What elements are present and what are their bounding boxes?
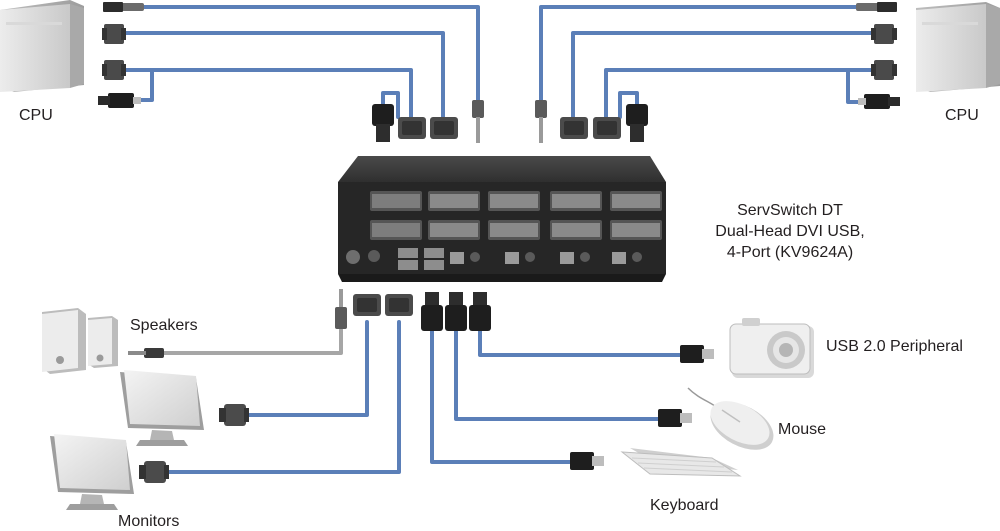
speakers-icon [42, 308, 118, 374]
usb-plug-icon [449, 292, 463, 306]
audio-plug-icon [339, 289, 343, 309]
device-title-line-1: ServSwitch DT [737, 202, 843, 219]
cable-right-audio [539, 5, 862, 102]
cable-keyboard [430, 328, 576, 464]
dvi-plug-icon [874, 24, 894, 44]
dvi-plug-icon [144, 461, 166, 483]
label-usb-peripheral: USB 2.0 Peripheral [826, 338, 963, 355]
left-cpu-connectors [98, 2, 144, 108]
monitor-2-icon [50, 434, 134, 510]
cables-right-cpu [539, 5, 875, 119]
monitor-1-icon [120, 370, 204, 446]
usb-plug-icon [108, 93, 134, 108]
cable-monitor-1 [244, 320, 369, 417]
usb-plug-icon [425, 292, 439, 306]
cable-usb-peripheral [478, 328, 684, 357]
cables-console [160, 320, 684, 474]
monitor-2-plug [139, 461, 169, 483]
mouse-plug [658, 409, 692, 427]
usb-plug-icon [864, 94, 890, 109]
device-title: ServSwitch DT Dual-Head DVI USB, 4-Port … [690, 200, 890, 263]
audio-plug-icon [120, 3, 144, 11]
right-cpu-connectors [856, 2, 900, 109]
usb-plug-icon [570, 452, 594, 470]
kvm-bottom-connectors [335, 289, 491, 331]
label-speakers: Speakers [130, 317, 198, 334]
label-cpu-right: CPU [945, 107, 979, 124]
cable-right-dvi-1 [571, 31, 875, 119]
dvi-plug-icon [224, 404, 246, 426]
audio-plug-icon [144, 348, 164, 358]
dvi-plug-icon [104, 24, 124, 44]
usb-plug-icon [680, 345, 704, 363]
cable-left-usb-a [138, 68, 154, 102]
cable-right-usb-a [846, 68, 864, 104]
cable-speakers [160, 328, 343, 355]
cables [124, 5, 875, 474]
mouse-icon [687, 387, 774, 450]
cable-mouse [454, 328, 662, 421]
cpu-right-icon [916, 2, 1000, 92]
cable-left-usb-b [381, 91, 400, 119]
cable-right-dvi-2 [604, 68, 875, 119]
cpu-left-icon [0, 0, 84, 92]
dvi-plug-icon [874, 60, 894, 80]
audio-plug-icon [472, 100, 484, 118]
cable-monitor-2 [164, 320, 401, 474]
keyboard-icon [620, 448, 742, 477]
usb-plug-icon [626, 104, 648, 126]
cables-left-cpu [124, 5, 480, 119]
usb-plug-icon [372, 104, 394, 126]
kvm-switch-device [338, 156, 666, 282]
cable-right-usb-b [618, 91, 639, 119]
usb-plug-icon [658, 409, 682, 427]
label-keyboard: Keyboard [650, 497, 719, 514]
label-monitors: Monitors [118, 513, 180, 530]
kvm-top-connectors [372, 100, 648, 143]
usb-plug-icon [473, 292, 487, 306]
label-mouse: Mouse [778, 421, 827, 438]
audio-plug-icon [856, 3, 880, 11]
usb-peripheral-plug [680, 345, 714, 363]
cable-left-dvi-2 [124, 68, 413, 119]
keyboard-plug [570, 452, 604, 470]
label-cpu-left: CPU [19, 107, 53, 124]
cable-left-dvi-1 [124, 31, 445, 119]
device-title-line-3: 4-Port (KV9624A) [726, 244, 854, 261]
cable-left-audio [140, 5, 480, 102]
kvm-back-ports [346, 191, 662, 270]
audio-plug-icon [535, 100, 547, 118]
monitor-1-plug [219, 404, 249, 426]
device-title-line-2: Dual-Head DVI USB, [715, 223, 865, 240]
speaker-plug [128, 348, 164, 358]
dvi-plug-icon [104, 60, 124, 80]
camera-icon [729, 318, 814, 378]
